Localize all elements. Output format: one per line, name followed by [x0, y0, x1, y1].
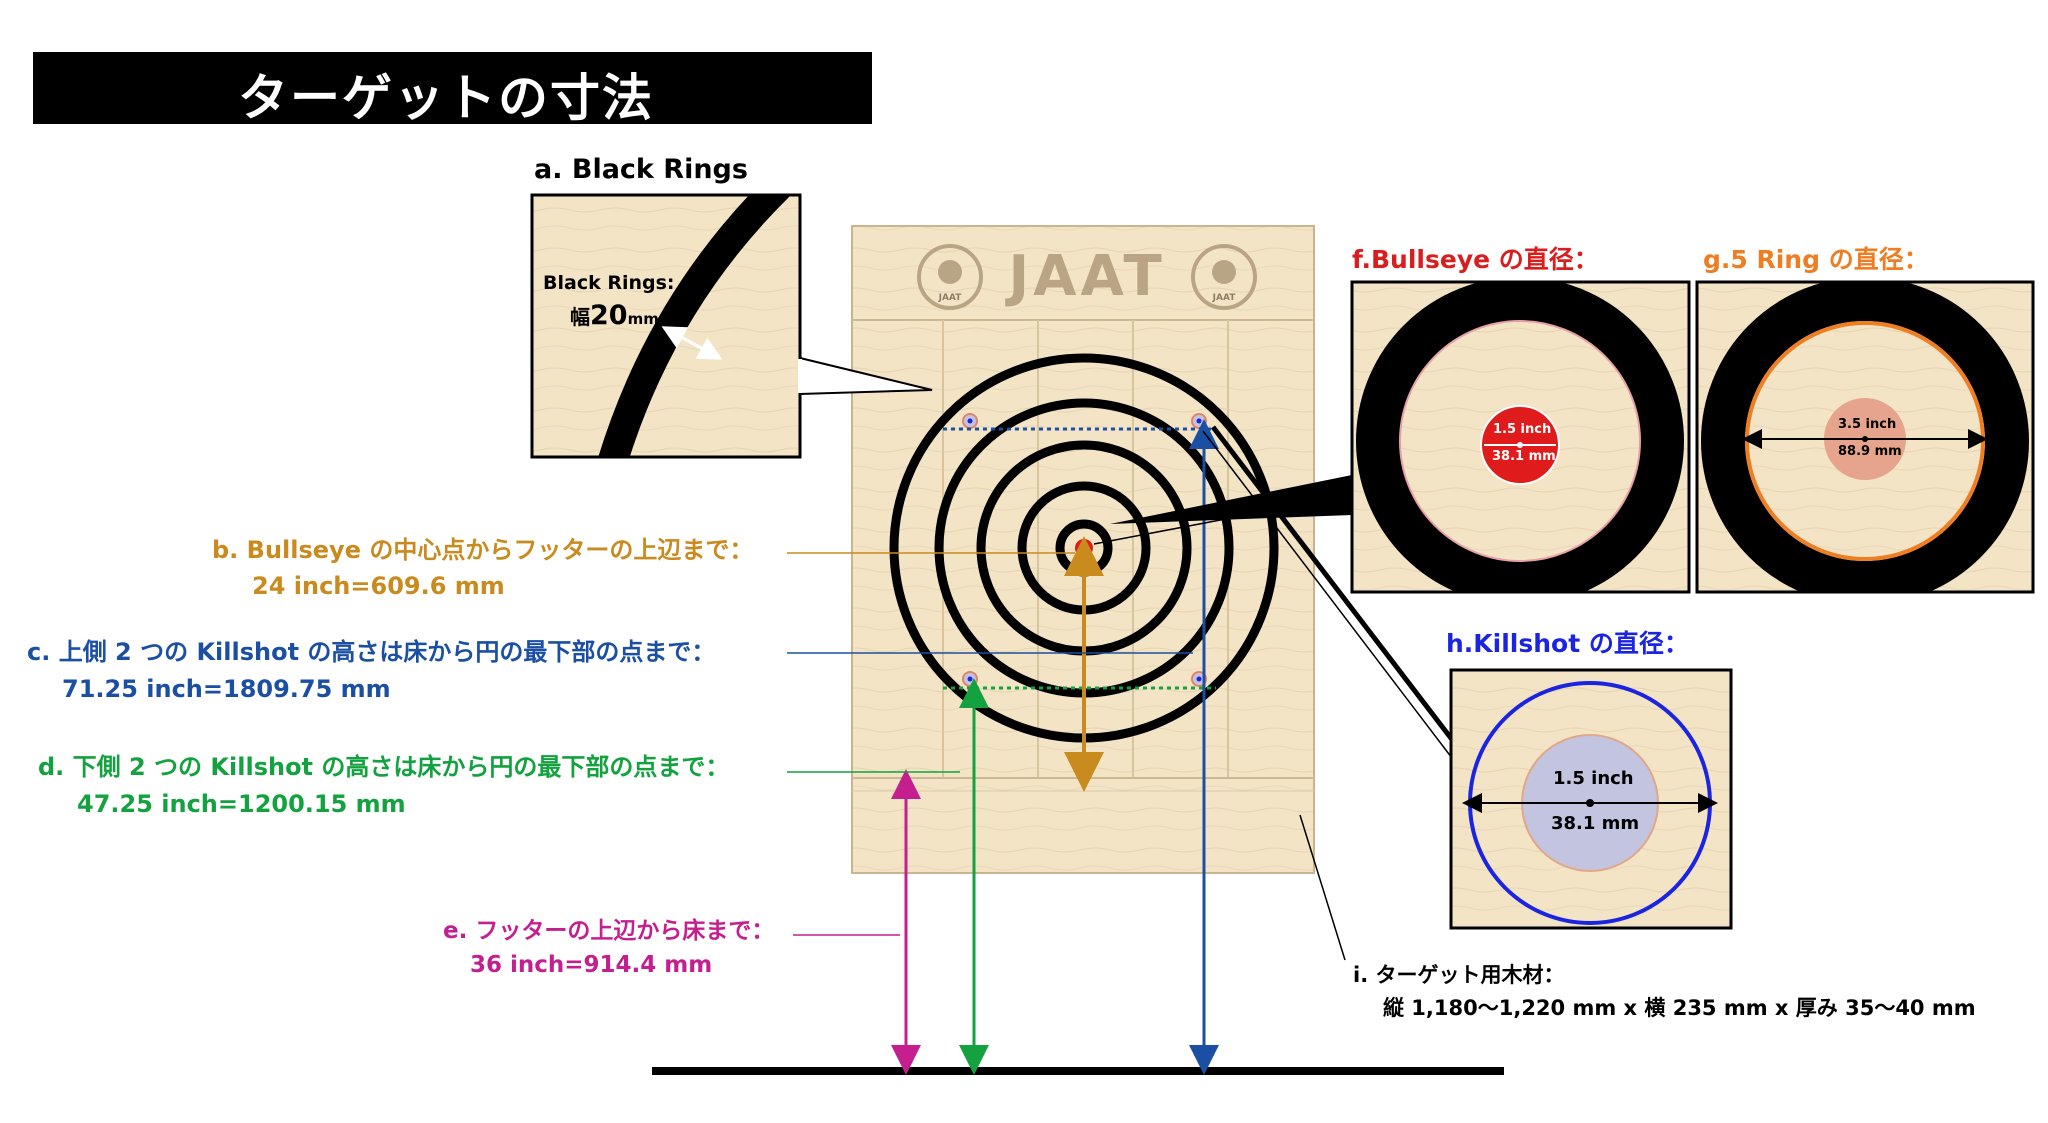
leader-i	[1299, 814, 1346, 961]
label-b-line1: b. Bullseye の中心点からフッターの上辺まで：	[212, 536, 754, 564]
logo-seal-right: JAAT	[1191, 244, 1257, 310]
connector-killshot-a	[1202, 430, 1456, 763]
label-b-line2: 24 inch=609.6 mm	[252, 572, 505, 600]
label-a-width-unit: mm	[627, 310, 659, 328]
label-d-line1: d. 下側 2 つの Killshot の高さは床から円の最下部の点まで：	[38, 753, 730, 781]
label-h-inch: 1.5 inch	[1553, 768, 1634, 789]
label-f-mm: 38.1 mm	[1492, 449, 1556, 464]
bullseye-dot	[1075, 539, 1093, 557]
label-i-line1: i. ターゲット用木材：	[1353, 963, 1565, 987]
logo-seal-left: JAAT	[917, 244, 983, 310]
label-g-mm: 88.9 mm	[1838, 444, 1902, 459]
connector-killshot-b	[1211, 425, 1462, 752]
label-d-line2: 47.25 inch=1200.15 mm	[77, 790, 406, 818]
floor-line	[652, 1067, 1504, 1075]
label-f-title: f.Bullseye の直径：	[1352, 245, 1599, 274]
label-a-detail-line1: Black Rings:	[543, 272, 675, 294]
detail-box-g	[1695, 280, 2035, 594]
label-i-line2: 縦 1,180〜1,220 mm x 横 235 mm x 厚み 35〜40 m…	[1383, 996, 1976, 1020]
label-e-line2: 36 inch=914.4 mm	[470, 952, 713, 978]
seal-text: JAAT	[1212, 293, 1237, 303]
label-c-line2: 71.25 inch=1809.75 mm	[62, 675, 391, 703]
detail-box-f	[1350, 280, 1691, 594]
label-a-detail-line2: 幅20mm	[570, 300, 659, 331]
label-h-mm: 38.1 mm	[1551, 813, 1640, 834]
label-a-title: a. Black Rings	[534, 154, 748, 185]
detail-box-h	[1449, 668, 1733, 930]
board-logo-text: JAAT	[1004, 244, 1165, 309]
label-e-line1: e. フッターの上辺から床まで：	[443, 918, 775, 944]
label-c-line1: c. 上側 2 つの Killshot の高さは床から円の最下部の点まで：	[27, 638, 716, 666]
label-g-inch: 3.5 inch	[1838, 417, 1897, 432]
label-g-title: g.5 Ring の直径：	[1703, 245, 1929, 274]
detail-box-a	[530, 193, 933, 459]
title-banner: ターゲットの寸法	[33, 52, 872, 127]
label-a-width-prefix: 幅	[570, 305, 590, 329]
seal-text: JAAT	[938, 293, 963, 303]
label-f-inch: 1.5 inch	[1493, 422, 1552, 437]
label-h-title: h.Killshot の直径：	[1446, 629, 1689, 658]
label-a-width-value: 20	[590, 300, 628, 331]
connector-wedge	[1110, 475, 1352, 524]
page-title: ターゲットの寸法	[238, 69, 654, 127]
